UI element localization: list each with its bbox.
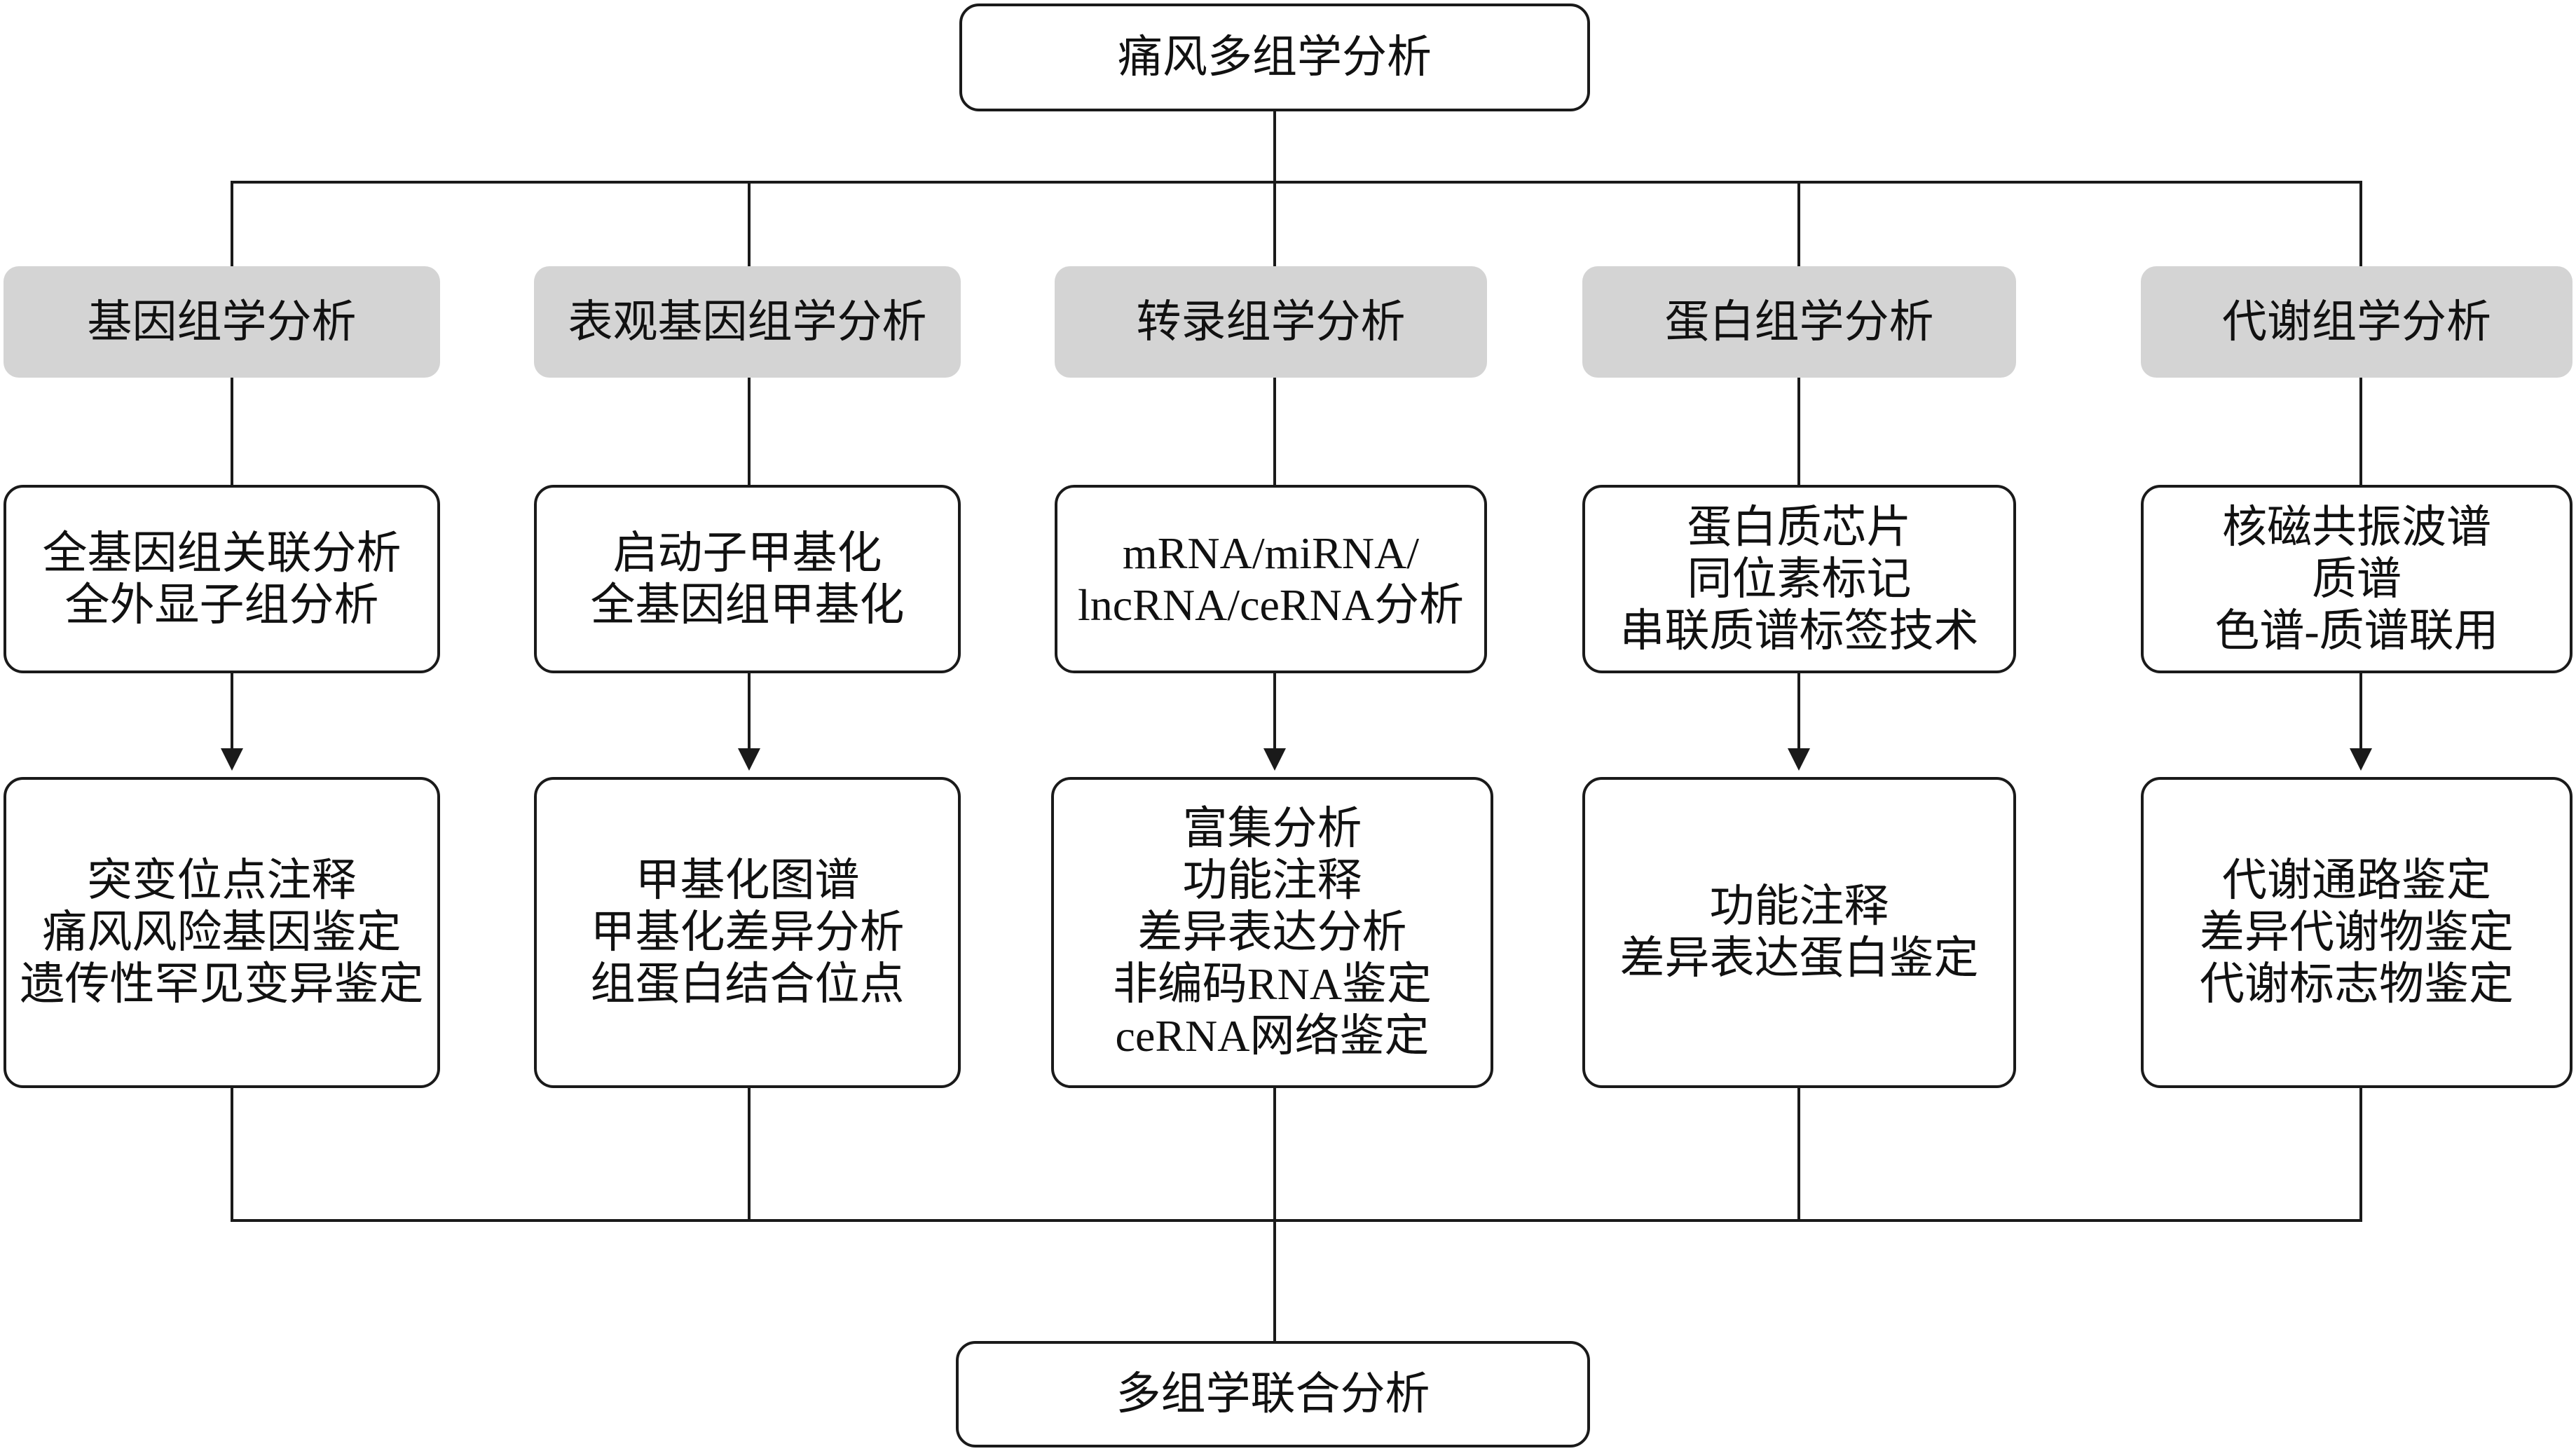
arrow-head-epigenomics bbox=[738, 748, 760, 771]
output-line: 差异表达蛋白鉴定 bbox=[1619, 933, 1979, 983]
proteomics-outputs-box: 功能注释 差异表达蛋白鉴定 bbox=[1582, 777, 2016, 1088]
output-line: 差异代谢物鉴定 bbox=[2200, 907, 2514, 957]
output-line: 代谢标志物鉴定 bbox=[2200, 959, 2514, 1009]
transcriptomics-header: 转录组学分析 bbox=[1055, 266, 1487, 378]
output-line: 富集分析 bbox=[1182, 804, 1362, 853]
output-line: 代谢通路鉴定 bbox=[2222, 855, 2491, 905]
output-line: 甲基化差异分析 bbox=[590, 907, 905, 957]
arrow-head-proteomics bbox=[1788, 748, 1810, 771]
method-line: 启动子甲基化 bbox=[612, 528, 882, 578]
integration-node: 多组学联合分析 bbox=[956, 1341, 1590, 1447]
output-line: 甲基化图谱 bbox=[635, 855, 860, 905]
metabolomics-outputs-box: 代谢通路鉴定 差异代谢物鉴定 代谢标志物鉴定 bbox=[2141, 777, 2572, 1088]
header-label: 表观基因组学分析 bbox=[568, 296, 927, 347]
method-line: 全外显子组分析 bbox=[64, 579, 379, 630]
root-label: 痛风多组学分析 bbox=[1118, 32, 1432, 82]
output-line: 非编码RNA鉴定 bbox=[1112, 959, 1432, 1009]
genomics-methods-box: 全基因组关联分析 全外显子组分析 bbox=[4, 485, 440, 673]
transcriptomics-outputs-box: 富集分析 功能注释 差异表达分析 非编码RNA鉴定 ceRNA网络鉴定 bbox=[1051, 777, 1493, 1088]
output-line: 差异表达分析 bbox=[1137, 907, 1407, 957]
transcriptomics-methods-box: mRNA/miRNA/ lncRNA/ceRNA分析 bbox=[1055, 485, 1487, 673]
header-label: 转录组学分析 bbox=[1136, 296, 1406, 347]
metabolomics-header: 代谢组学分析 bbox=[2141, 266, 2572, 378]
arrow-head-genomics bbox=[221, 748, 243, 771]
genomics-header: 基因组学分析 bbox=[4, 266, 440, 378]
method-line: lncRNA/ceRNA分析 bbox=[1077, 579, 1465, 630]
arrow-head-transcriptomics bbox=[1263, 748, 1286, 771]
output-line: 组蛋白结合位点 bbox=[590, 959, 905, 1009]
output-line: 功能注释 bbox=[1182, 855, 1362, 905]
proteomics-header: 蛋白组学分析 bbox=[1582, 266, 2016, 378]
arrow-head-metabolomics bbox=[2350, 748, 2372, 771]
header-label: 代谢组学分析 bbox=[2222, 296, 2491, 347]
method-line: 质谱 bbox=[2312, 553, 2402, 604]
method-line: 核磁共振波谱 bbox=[2222, 502, 2491, 552]
method-line: 串联质谱标签技术 bbox=[1619, 605, 1979, 656]
header-label: 蛋白组学分析 bbox=[1664, 296, 1934, 347]
output-line: 遗传性罕见变异鉴定 bbox=[20, 959, 424, 1009]
output-line: ceRNA网络鉴定 bbox=[1115, 1011, 1430, 1061]
epigenomics-methods-box: 启动子甲基化 全基因组甲基化 bbox=[534, 485, 961, 673]
epigenomics-outputs-box: 甲基化图谱 甲基化差异分析 组蛋白结合位点 bbox=[534, 777, 961, 1088]
epigenomics-header: 表观基因组学分析 bbox=[534, 266, 961, 378]
method-line: 蛋白质芯片 bbox=[1687, 502, 1912, 552]
method-line: 同位素标记 bbox=[1687, 553, 1912, 604]
method-line: 全基因组关联分析 bbox=[42, 528, 402, 578]
genomics-outputs-box: 突变位点注释 痛风风险基因鉴定 遗传性罕见变异鉴定 bbox=[4, 777, 440, 1088]
output-line: 突变位点注释 bbox=[87, 855, 357, 905]
method-line: 全基因组甲基化 bbox=[590, 579, 905, 630]
header-label: 基因组学分析 bbox=[87, 296, 357, 347]
metabolomics-methods-box: 核磁共振波谱 质谱 色谱-质谱联用 bbox=[2141, 485, 2572, 673]
method-line: 色谱-质谱联用 bbox=[2214, 605, 2499, 656]
output-line: 痛风风险基因鉴定 bbox=[42, 907, 402, 957]
root-node: 痛风多组学分析 bbox=[959, 4, 1590, 111]
method-line: mRNA/miRNA/ bbox=[1122, 528, 1420, 578]
proteomics-methods-box: 蛋白质芯片 同位素标记 串联质谱标签技术 bbox=[1582, 485, 2016, 673]
output-line: 功能注释 bbox=[1709, 881, 1889, 931]
integration-label: 多组学联合分析 bbox=[1116, 1369, 1430, 1419]
